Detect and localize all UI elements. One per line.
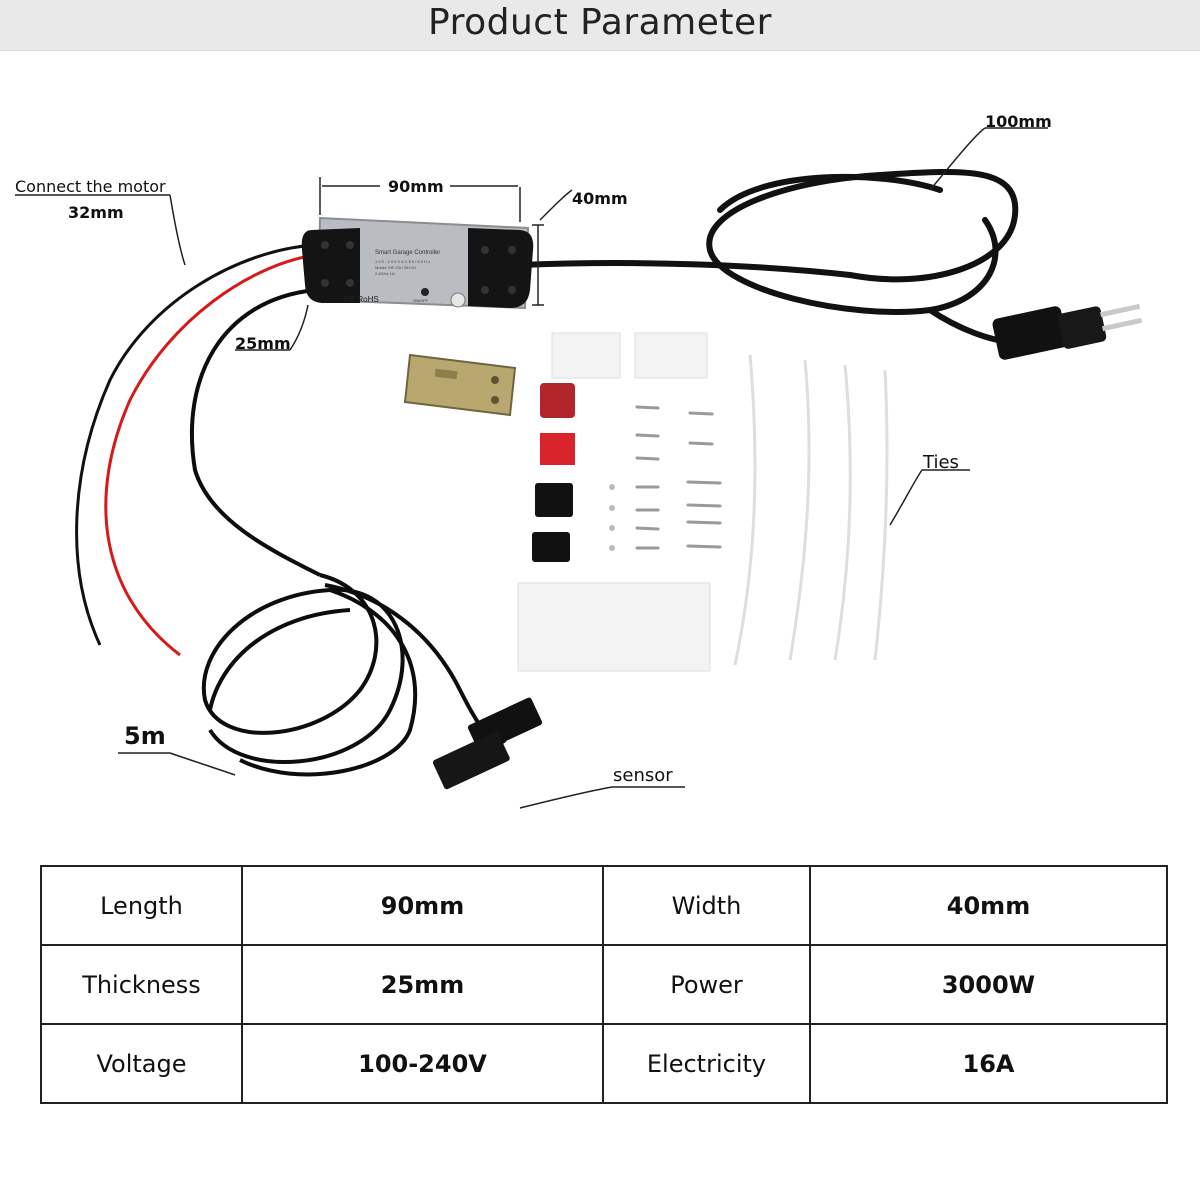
svg-text:ON/OFF: ON/OFF: [413, 298, 429, 303]
label-sensor: sensor: [613, 765, 673, 786]
table-row: Thickness 25mm Power 3000W: [40, 944, 1168, 1025]
label-ties: Ties: [923, 452, 959, 473]
plug: [992, 303, 1143, 360]
bracket: [403, 353, 517, 417]
spec-value-power: 3000W: [809, 944, 1168, 1025]
svg-text:Smart Garage Controller: Smart Garage Controller: [375, 250, 440, 256]
label-40mm: 40mm: [572, 189, 628, 208]
spec-label-length: Length: [40, 865, 243, 946]
label-32mm: 32mm: [68, 203, 124, 222]
label-5m: 5m: [124, 722, 166, 750]
spec-value-electricity: 16A: [809, 1023, 1168, 1104]
spec-label-thickness: Thickness: [40, 944, 243, 1025]
cable-ties: [733, 354, 889, 666]
label-90mm: 90mm: [388, 177, 444, 196]
spec-table: Length 90mm Width 40mm Thickness 25mm Po…: [40, 865, 1168, 1104]
svg-text:2.4GHz 1A: 2.4GHz 1A: [375, 271, 395, 276]
table-row: Voltage 100-240V Electricity 16A: [40, 1023, 1168, 1104]
adhesive-pads: [517, 332, 711, 672]
spec-value-width: 40mm: [809, 865, 1168, 946]
spec-value-length: 90mm: [241, 865, 604, 946]
label-connect-motor: Connect the motor: [15, 177, 166, 196]
product-photo: Smart Garage Controller 1 0 0 - 2 4 0 V …: [15, 127, 1143, 809]
title-bar: Product Parameter: [0, 0, 1200, 51]
page-title: Product Parameter: [428, 2, 772, 43]
sensor-magnets: [432, 697, 543, 790]
spec-label-width: Width: [602, 865, 811, 946]
motor-wires: [75, 243, 316, 657]
spec-label-power: Power: [602, 944, 811, 1025]
svg-text:CE RoHS: CE RoHS: [344, 295, 379, 304]
label-100mm: 100mm: [985, 112, 1052, 131]
spec-label-electricity: Electricity: [602, 1023, 811, 1104]
svg-text:Model: WF-G0 / BH-00: Model: WF-G0 / BH-00: [375, 265, 416, 270]
controller-box: Smart Garage Controller 1 0 0 - 2 4 0 V …: [301, 216, 534, 310]
svg-text:1 0 0 - 2 4 0 V A C 5 0 / 6: 1 0 0 - 2 4 0 V A C 5 0 / 6 0 H z: [375, 259, 430, 264]
power-cord: [517, 168, 1019, 345]
screws: [609, 405, 722, 551]
label-25mm: 25mm: [235, 334, 291, 353]
small-parts: [532, 383, 575, 562]
dimension-lines: [15, 127, 1048, 809]
table-row: Length 90mm Width 40mm: [40, 865, 1168, 946]
spec-label-voltage: Voltage: [40, 1023, 243, 1104]
spec-value-thickness: 25mm: [241, 944, 604, 1025]
spec-value-voltage: 100-240V: [241, 1023, 604, 1104]
